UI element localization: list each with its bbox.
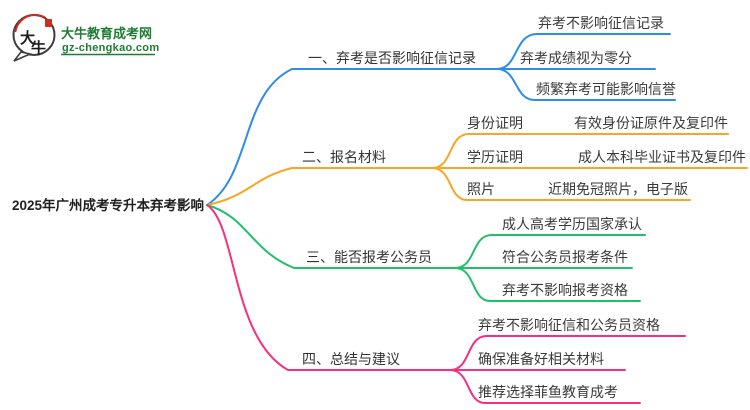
branch-2-sub-2: 学历证明: [467, 149, 523, 165]
logo-seal-icon: [45, 19, 52, 27]
branch-1-fan-down: [496, 68, 676, 102]
logo-red-arc: [14, 13, 46, 32]
branch-1-leaf-2: 弃考成绩视为零分: [520, 50, 632, 66]
branch-1-curve: [206, 68, 498, 206]
branch-2: 二、报名材料 身份证明 有效身份证原件及复印件 学历证明 成人本科毕业证书及复印…: [206, 115, 748, 206]
branch-1-leaf-1: 弃考不影响征信记录: [538, 15, 664, 31]
logo-char-da: 大: [20, 29, 35, 47]
branch-1: 一、弃考是否影响征信记录 弃考不影响征信记录 弃考成绩视为零分 频繁弃考可能影响…: [206, 15, 676, 206]
logo-char-niu: 牛: [31, 39, 46, 57]
branch-4-leaf-3: 推荐选择菲鱼教育成考: [478, 384, 618, 400]
logo-url: gz-chengkao.com: [62, 42, 159, 54]
branch-4-fan-up: [449, 335, 686, 371]
branch-2-label: 二、报名材料: [302, 149, 386, 165]
branch-2-sub-3: 照片: [467, 181, 495, 197]
site-logo: 大 牛 大牛教育成考网 gz-chengkao.com: [12, 13, 159, 62]
branch-2-leaf-3: 近期免冠照片，电子版: [548, 181, 688, 197]
branch-2-fan-down: [431, 167, 691, 202]
branch-3-leaf-1: 成人高考学历国家承认: [502, 216, 642, 232]
branch-3-fan-up: [454, 234, 646, 269]
logo-title: 大牛教育成考网: [61, 26, 152, 41]
branch-3-leaf-2: 符合公务员报考条件: [502, 249, 628, 265]
branch-2-fan-up: [431, 133, 729, 169]
branch-3: 三、能否报考公务员 成人高考学历国家承认 符合公务员报考条件 弃考不影响报考资格: [206, 204, 646, 303]
branch-1-label: 一、弃考是否影响征信记录: [308, 50, 476, 66]
branch-2-curve: [206, 167, 433, 206]
branch-2-leaf-2: 成人本科毕业证书及复印件: [578, 149, 746, 165]
branch-4-label: 四、总结与建议: [302, 351, 400, 367]
branch-3-label: 三、能否报考公务员: [306, 249, 432, 265]
branch-4-leaf-2: 确保准备好相关材料: [478, 351, 604, 367]
logo-bubble-tail: [13, 51, 33, 62]
branch-3-curve: [206, 204, 456, 269]
branch-1-leaf-3: 频繁弃考可能影响信誉: [536, 81, 676, 97]
branch-1-fan-up: [496, 33, 671, 70]
branch-2-sub-1: 身份证明: [467, 115, 523, 131]
root-topic: 2025年广州成考专升本弃考影响: [12, 197, 204, 213]
branch-3-fan-down: [454, 267, 641, 303]
branch-4: 四、总结与建议 弃考不影响征信和公务员资格 确保准备好相关材料 推荐选择菲鱼教育…: [206, 204, 686, 405]
branch-4-curve: [206, 204, 451, 371]
branch-4-leaf-1: 弃考不影响征信和公务员资格: [478, 317, 660, 333]
branch-4-fan-down: [449, 369, 641, 405]
branch-2-leaf-1: 有效身份证原件及复印件: [574, 115, 728, 131]
branch-3-leaf-3: 弃考不影响报考资格: [502, 282, 628, 298]
